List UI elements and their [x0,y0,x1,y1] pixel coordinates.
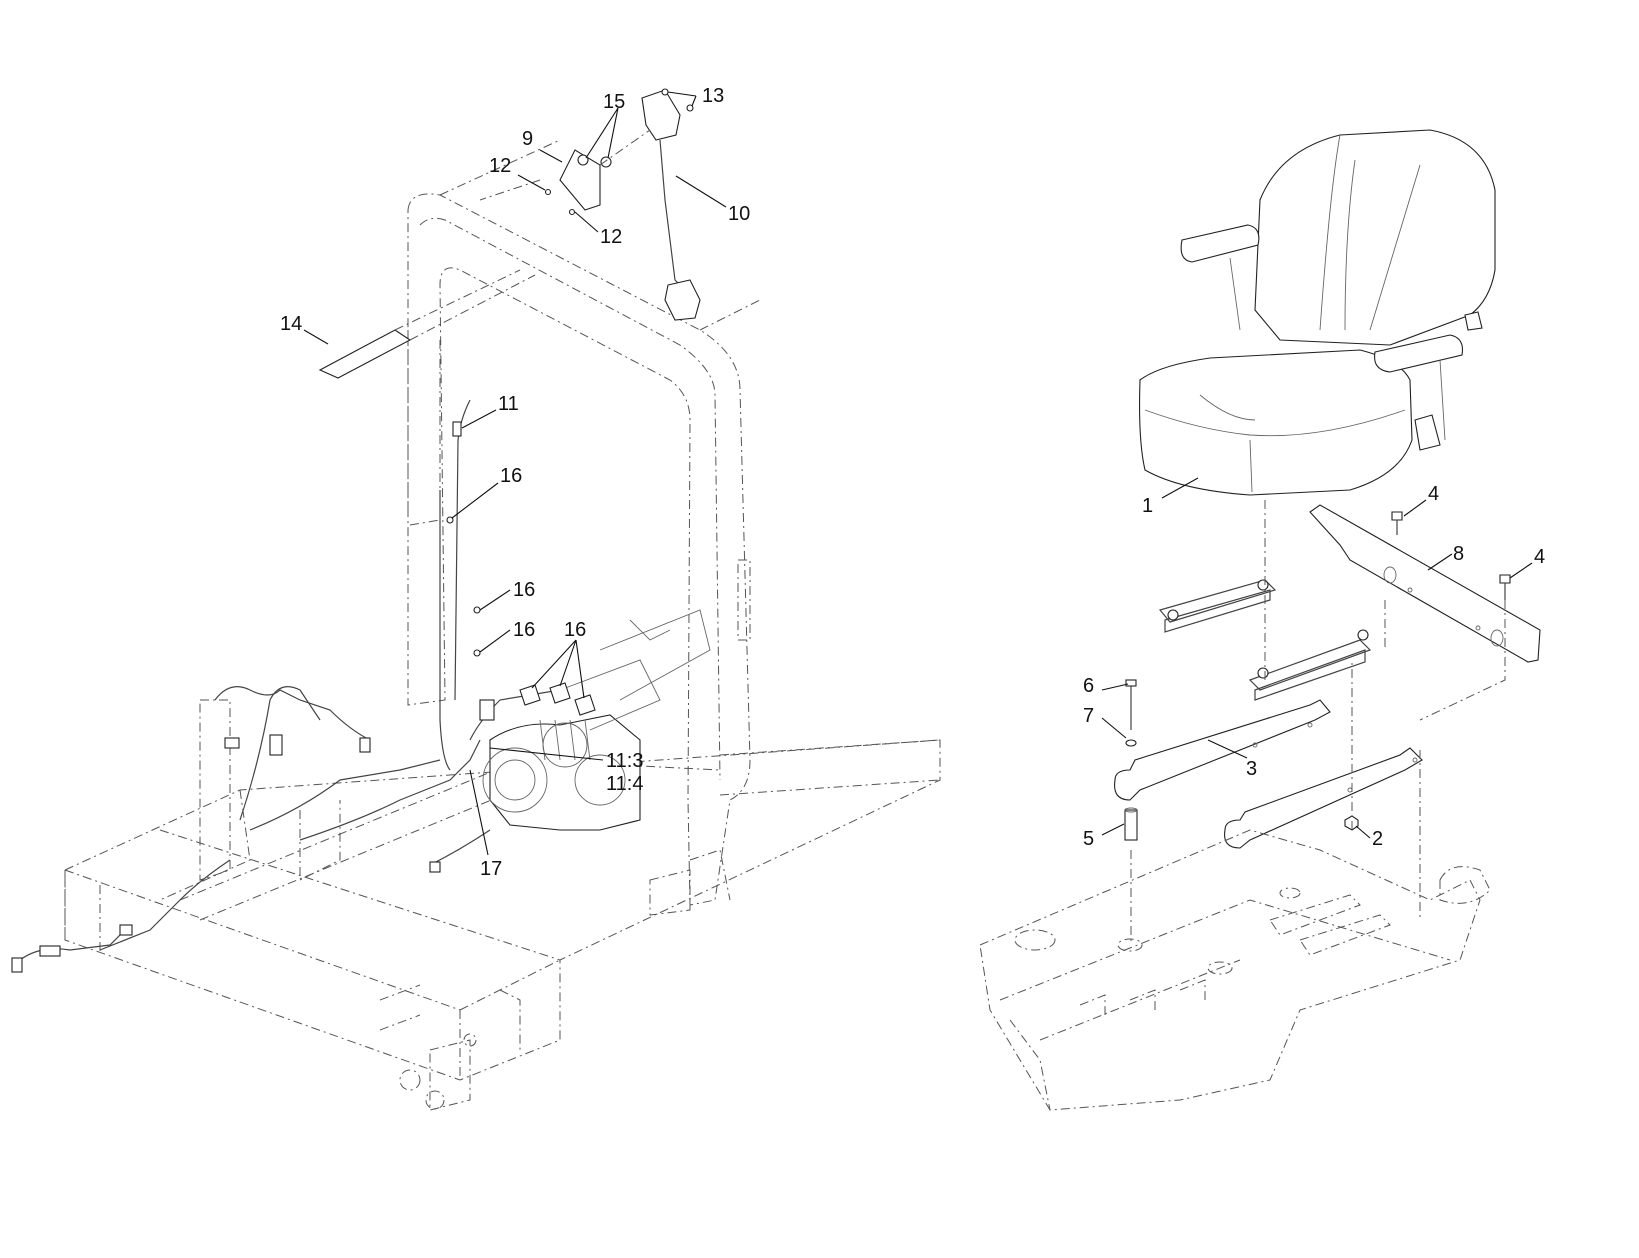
callout-5: 5 [1083,828,1094,850]
callout-14: 14 [280,313,302,335]
callout-2: 2 [1372,828,1383,850]
seat-slides [1158,579,1372,701]
engine-pump-assembly [482,609,711,831]
callout-11-3: 11:3 [606,750,643,772]
callout-8: 8 [1453,543,1464,565]
callout-4-upper: 4 [1428,483,1439,505]
callout-16-c: 16 [513,619,535,641]
leader-lines [303,91,1533,856]
callout-4-lower: 4 [1534,546,1545,568]
callout-16-a: 16 [500,465,522,487]
callout-9: 9 [522,128,533,150]
seat-plate [1309,504,1541,663]
callout-11-4: 11:4 [606,773,643,795]
callout-10: 10 [728,203,750,225]
floor-pan [979,829,1491,1111]
harness-clips [446,516,596,716]
callout-12-upper: 12 [489,155,511,177]
bolts [1391,511,1511,600]
callout-17: 17 [480,858,502,880]
callout-7: 7 [1083,705,1094,727]
seat-brackets [1114,699,1423,849]
rops-pin [318,269,536,379]
callout-11: 11 [498,393,519,415]
seat-assembly [1139,129,1496,496]
latch-parts [479,88,701,321]
callout-labels: 13 15 9 12 12 10 14 11 16 16 16 16 11:3 … [280,85,1545,880]
assembly-lines [1130,500,1506,945]
frame-assembly [64,139,941,1111]
callout-1: 1 [1142,495,1153,517]
callout-13: 13 [702,85,724,107]
wire-harness [11,399,561,973]
callout-16-d: 16 [564,619,586,641]
callout-15: 15 [603,91,625,113]
callout-12-lower: 12 [600,226,622,248]
callout-3: 3 [1246,758,1257,780]
callout-6: 6 [1083,675,1094,697]
callout-16-b: 16 [513,579,535,601]
